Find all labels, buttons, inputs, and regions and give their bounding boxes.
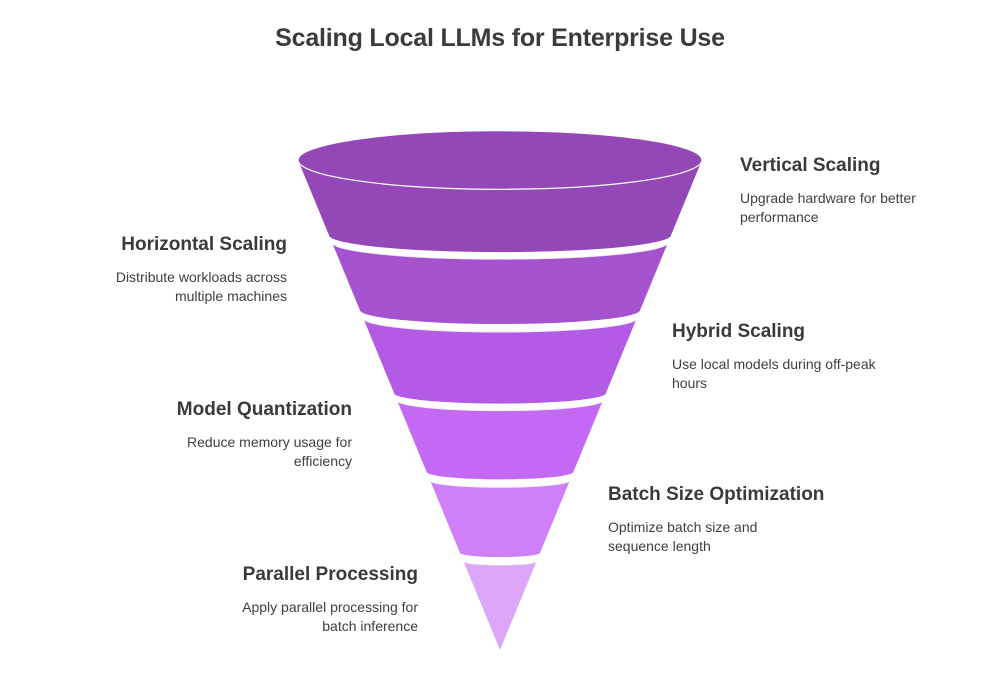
stage-heading: Vertical Scaling: [740, 155, 881, 176]
stage-label-vertical-scaling: Vertical Scaling Upgrade hardware for be…: [740, 153, 970, 227]
stage-heading: Parallel Processing: [242, 564, 418, 585]
stage-heading: Model Quantization: [176, 399, 352, 420]
funnel-band: [363, 318, 637, 404]
stage-description: Upgrade hardware for better performance: [740, 190, 916, 225]
stage-description: Use local models during off-peak hours: [672, 356, 876, 391]
stage-description: Reduce memory usage for efficiency: [187, 434, 352, 469]
stage-description: Apply parallel processing for batch infe…: [242, 599, 418, 634]
funnel-layer-hybrid-scaling: [362, 317, 638, 404]
stage-label-horizontal-scaling: Horizontal Scaling Distribute workloads …: [27, 232, 287, 306]
stage-description: Distribute workloads across multiple mac…: [115, 269, 287, 304]
funnel-layer-batch-size-optimization: [429, 479, 571, 557]
stage-label-model-quantization: Model Quantization Reduce memory usage f…: [92, 397, 352, 471]
funnel-layer-horizontal-scaling: [331, 241, 669, 325]
funnel-band-rim: [396, 399, 604, 412]
funnel-layer-model-quantization: [396, 399, 604, 480]
funnel-band-rim: [429, 479, 571, 488]
funnel-band: [429, 480, 571, 557]
stage-heading: Hybrid Scaling: [672, 321, 806, 342]
stage-label-batch-size-optimization: Batch Size Optimization Optimize batch s…: [608, 482, 828, 556]
diagram-title: Scaling Local LLMs for Enterprise Use: [275, 24, 725, 52]
stage-description: Optimize batch size and sequence length: [608, 519, 758, 554]
stage-heading: Batch Size Optimization: [608, 484, 825, 505]
funnel-band-rim: [462, 560, 538, 566]
funnel-band: [396, 400, 604, 480]
funnel-layer-parallel-processing: [462, 560, 538, 650]
funnel-band: [463, 561, 537, 650]
funnel-band-rim: [362, 317, 638, 333]
stage-heading: Horizontal Scaling: [121, 234, 287, 255]
funnel-top-rim: [297, 130, 703, 190]
funnel-layer-vertical-scaling: [297, 130, 703, 253]
funnel-band-rim: [331, 241, 669, 260]
stage-label-parallel-processing: Parallel Processing Apply parallel proce…: [158, 562, 418, 636]
funnel-band: [331, 242, 669, 325]
stage-label-hybrid-scaling: Hybrid Scaling Use local models during o…: [672, 319, 902, 393]
